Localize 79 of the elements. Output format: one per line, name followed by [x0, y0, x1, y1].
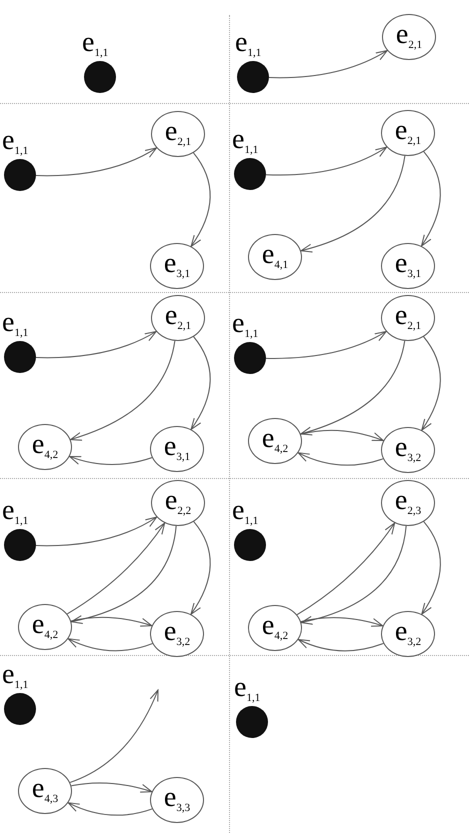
state-ellipse — [381, 110, 435, 156]
state-ellipse — [381, 611, 435, 657]
arrow — [70, 525, 177, 624]
state-label: e$_{4,2}$ — [32, 612, 58, 638]
state-ellipse — [248, 605, 302, 651]
state-ellipse — [151, 111, 205, 157]
state-label: e$_{2,1}$ — [164, 119, 192, 145]
state-label: e$_{1,1}$ — [235, 31, 262, 55]
arrow — [70, 340, 176, 440]
arrow — [268, 50, 388, 78]
arrow — [298, 452, 384, 466]
state-label: e$_{3,2}$ — [164, 619, 190, 645]
arrow — [266, 331, 387, 359]
state-ellipse — [248, 418, 302, 464]
arrow — [190, 152, 211, 247]
arrow — [300, 525, 407, 624]
state-label: e$_{1,1}$ — [234, 676, 260, 700]
state-label: e$_{1,1}$ — [232, 499, 258, 523]
state-ellipse — [381, 427, 435, 473]
state-label: e$_{3,2}$ — [394, 619, 422, 645]
state-ellipse — [18, 604, 72, 650]
arrow — [69, 456, 152, 466]
state-ellipse — [381, 480, 435, 526]
arrow — [36, 147, 157, 176]
state-label: e$_{4,2}$ — [262, 426, 288, 452]
arrow — [420, 151, 441, 247]
arrow — [296, 522, 396, 616]
state-label: e$_{3,1}$ — [394, 251, 422, 277]
state-label: e$_{1,1}$ — [2, 499, 28, 523]
state-label: e$_{1,1}$ — [2, 663, 28, 687]
arrow — [421, 521, 441, 615]
state-label: e$_{3,3}$ — [164, 785, 190, 811]
state-label: e$_{4,1}$ — [262, 242, 288, 268]
state-ellipse — [151, 295, 205, 341]
state-label: e$_{2,1}$ — [394, 118, 422, 144]
arrow — [300, 155, 406, 252]
state-label: e$_{4,2}$ — [32, 432, 58, 458]
arrow — [421, 336, 441, 431]
state-ellipse — [381, 243, 435, 289]
state-label: e$_{2,1}$ — [164, 303, 192, 329]
state-ellipse — [150, 243, 204, 289]
arrow — [70, 616, 152, 627]
state-ellipse — [150, 777, 204, 823]
state-ellipse — [382, 14, 436, 60]
state-ellipse — [18, 768, 72, 814]
arrow — [68, 802, 153, 816]
arrow — [36, 331, 157, 358]
arrow — [300, 430, 384, 442]
state-ellipse — [150, 426, 204, 472]
state-ellipse — [150, 611, 204, 657]
state-label: e$_{2,3}$ — [394, 488, 422, 514]
state-ellipse — [18, 424, 72, 470]
state-label: e$_{1,1}$ — [2, 129, 28, 153]
state-label: e$_{3,1}$ — [164, 251, 190, 277]
state-label: e$_{1,1}$ — [82, 31, 108, 55]
arrow — [300, 340, 406, 436]
state-label: e$_{3,1}$ — [164, 434, 190, 460]
state-label: e$_{2,1}$ — [394, 303, 422, 329]
arrow — [70, 690, 158, 783]
arrow — [265, 146, 388, 176]
arrow — [190, 521, 211, 615]
arrow — [298, 639, 384, 652]
arrow — [300, 617, 384, 627]
state-ellipse — [151, 480, 205, 526]
state-ellipse — [248, 234, 302, 280]
state-label: e$_{4,3}$ — [32, 776, 58, 802]
arrow — [190, 336, 211, 430]
state-label: e$_{2,2}$ — [164, 488, 192, 514]
state-label: e$_{4,2}$ — [262, 613, 288, 639]
state-label: e$_{1,1}$ — [232, 128, 258, 152]
state-label: e$_{1,1}$ — [2, 311, 28, 335]
arrow — [36, 516, 158, 546]
state-label: e$_{2,1}$ — [396, 22, 422, 48]
state-label: e$_{3,2}$ — [394, 435, 422, 461]
arrow — [68, 638, 153, 652]
state-label: e$_{1,1}$ — [232, 312, 258, 336]
arrow — [66, 522, 166, 614]
arrow — [70, 782, 152, 793]
state-ellipse — [381, 295, 435, 341]
